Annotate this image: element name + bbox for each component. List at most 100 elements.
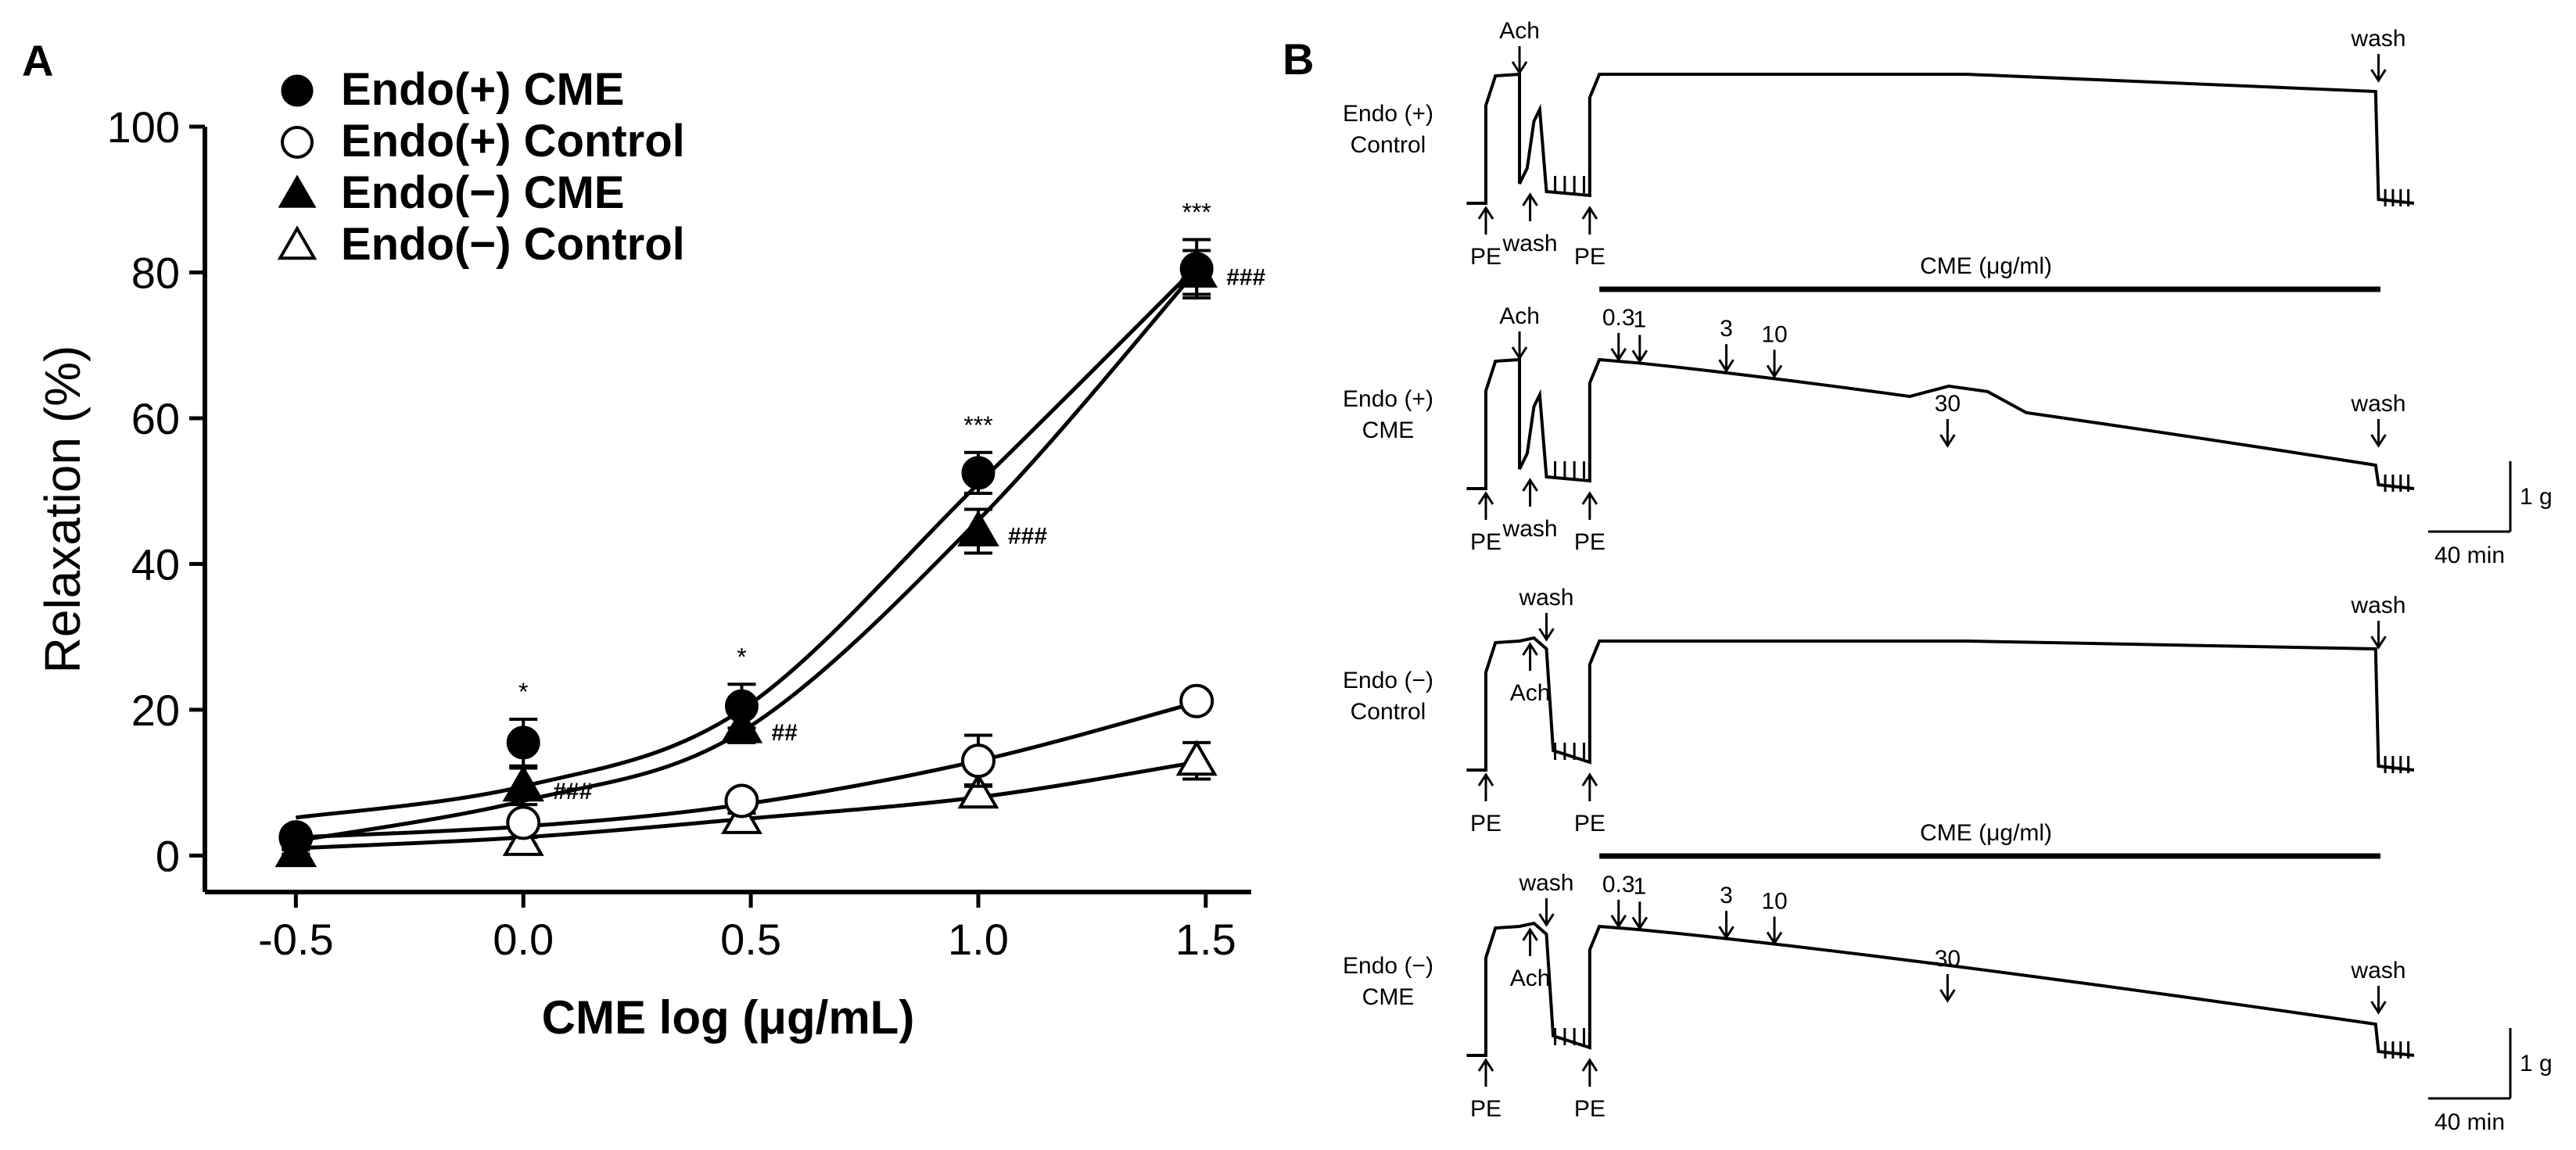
trace-arrow bbox=[2370, 621, 2387, 650]
tension-trace bbox=[1466, 636, 2415, 772]
arrow-head bbox=[1538, 913, 1555, 927]
panel-label-a: A bbox=[22, 36, 53, 85]
data-point bbox=[724, 783, 759, 819]
tension-trace bbox=[1466, 921, 2415, 1057]
data-point bbox=[1175, 740, 1218, 776]
trace-arrow bbox=[2370, 54, 2387, 83]
arrow-head bbox=[2370, 1001, 2387, 1015]
legend-label: Endo(−) Control bbox=[341, 219, 685, 270]
trace-marker-label: PE bbox=[1574, 1096, 1606, 1122]
significance-label: ### bbox=[1226, 264, 1265, 290]
legend-item: Endo(−) Control bbox=[277, 219, 685, 270]
trace-arrow bbox=[1522, 478, 1538, 507]
x-tick-label: 1.5 bbox=[1175, 915, 1236, 964]
arrow-head bbox=[1477, 206, 1494, 220]
data-point bbox=[960, 743, 996, 779]
data-point bbox=[506, 725, 540, 760]
y-tick-label: 40 bbox=[131, 539, 180, 589]
trace-marker-label: 30 bbox=[1935, 391, 1961, 417]
trace-marker-label: Ach bbox=[1499, 18, 1540, 44]
significance-label: *** bbox=[963, 411, 992, 439]
trace-marker-label: wash bbox=[1502, 231, 1558, 256]
trace-arrow bbox=[1939, 419, 1956, 448]
arrow-head bbox=[2370, 69, 2387, 83]
trace-arrow bbox=[1581, 772, 1598, 801]
significance-label: ## bbox=[771, 720, 798, 746]
legend-marker bbox=[278, 174, 317, 208]
arrow-head bbox=[1477, 1058, 1494, 1072]
trace-marker-label: wash bbox=[1502, 516, 1558, 542]
data-point bbox=[1179, 252, 1214, 286]
arrow-head bbox=[2370, 636, 2387, 650]
trace-row-label: Endo (+) bbox=[1343, 101, 1433, 127]
trace-marker-label: 0.3 bbox=[1602, 305, 1635, 331]
trace-arrow bbox=[1522, 192, 1538, 221]
trace-arrow bbox=[1477, 206, 1494, 235]
x-tick-label: 0.5 bbox=[720, 915, 781, 964]
trace-marker-label: Ach bbox=[1510, 965, 1551, 991]
significance-label: * bbox=[518, 678, 528, 706]
trace-arrow bbox=[1477, 772, 1494, 801]
data-point bbox=[1179, 683, 1214, 718]
scale-bar-label: 1 g bbox=[2520, 484, 2553, 510]
legend-label: Endo(+) CME bbox=[341, 64, 624, 115]
trace-marker-label: wash bbox=[2350, 26, 2406, 52]
trace-marker-label: 1 bbox=[1633, 306, 1646, 332]
trace-marker-label: 10 bbox=[1761, 888, 1787, 914]
trace-arrow bbox=[1939, 974, 1956, 1003]
trace-row-label: Control bbox=[1351, 132, 1426, 158]
trace-row-label: CME bbox=[1362, 984, 1415, 1010]
trace-marker-label: wash bbox=[2350, 593, 2406, 618]
y-axis-title: Relaxation (%) bbox=[34, 346, 91, 674]
trace-arrow bbox=[1766, 349, 1783, 379]
arrow-head bbox=[1581, 491, 1598, 505]
trace-arrow bbox=[2370, 986, 2387, 1015]
y-tick-label: 0 bbox=[156, 831, 180, 880]
trace-row-label: CME bbox=[1362, 417, 1415, 443]
trace-arrow bbox=[1522, 642, 1538, 671]
significance-label: ### bbox=[1008, 523, 1047, 549]
tension-trace bbox=[1466, 72, 2415, 205]
data-point bbox=[506, 805, 541, 840]
legend-item: Endo(+) Control bbox=[281, 116, 685, 167]
legend-item: Endo(+) CME bbox=[281, 64, 624, 115]
arrow-head bbox=[1477, 772, 1494, 786]
arrow-head bbox=[1766, 931, 1783, 946]
data-point bbox=[961, 456, 996, 490]
data-point bbox=[957, 510, 999, 546]
trace-marker-label: PE bbox=[1470, 811, 1501, 837]
legend-marker bbox=[277, 225, 318, 260]
x-tick-label: 1.0 bbox=[948, 915, 1009, 964]
trace-marker-label: wash bbox=[1518, 870, 1573, 896]
trace-marker-label: PE bbox=[1470, 529, 1501, 555]
trace-row-label: Endo (−) bbox=[1343, 953, 1433, 979]
fit-curve bbox=[296, 265, 1198, 820]
arrow-head bbox=[1522, 642, 1538, 656]
trace-marker-label: 0.3 bbox=[1602, 872, 1635, 897]
data-point bbox=[278, 820, 313, 854]
trace-marker-label: 30 bbox=[1935, 946, 1961, 972]
significance-label: *** bbox=[1182, 199, 1211, 227]
fit-curve bbox=[295, 269, 1199, 844]
trace-arrow bbox=[1477, 1058, 1494, 1087]
cme-bar-label: CME (μg/ml) bbox=[1920, 820, 2052, 846]
trace-marker-label: Ach bbox=[1510, 680, 1551, 706]
arrow-head bbox=[1538, 628, 1555, 642]
legend-label: Endo(−) CME bbox=[341, 167, 624, 218]
trace-marker-label: wash bbox=[2350, 958, 2406, 983]
scale-bar-label: 40 min bbox=[2434, 543, 2505, 568]
significance-label: ### bbox=[553, 779, 592, 804]
arrow-head bbox=[1511, 61, 1528, 75]
trace-arrow bbox=[1581, 1058, 1598, 1087]
trace-marker-label: 3 bbox=[1720, 883, 1733, 908]
trace-arrow bbox=[1610, 332, 1627, 362]
data-point bbox=[724, 689, 759, 723]
trace-arrow bbox=[1511, 331, 1528, 360]
trace-arrow bbox=[2370, 419, 2387, 448]
trace-marker-label: PE bbox=[1470, 1096, 1501, 1122]
